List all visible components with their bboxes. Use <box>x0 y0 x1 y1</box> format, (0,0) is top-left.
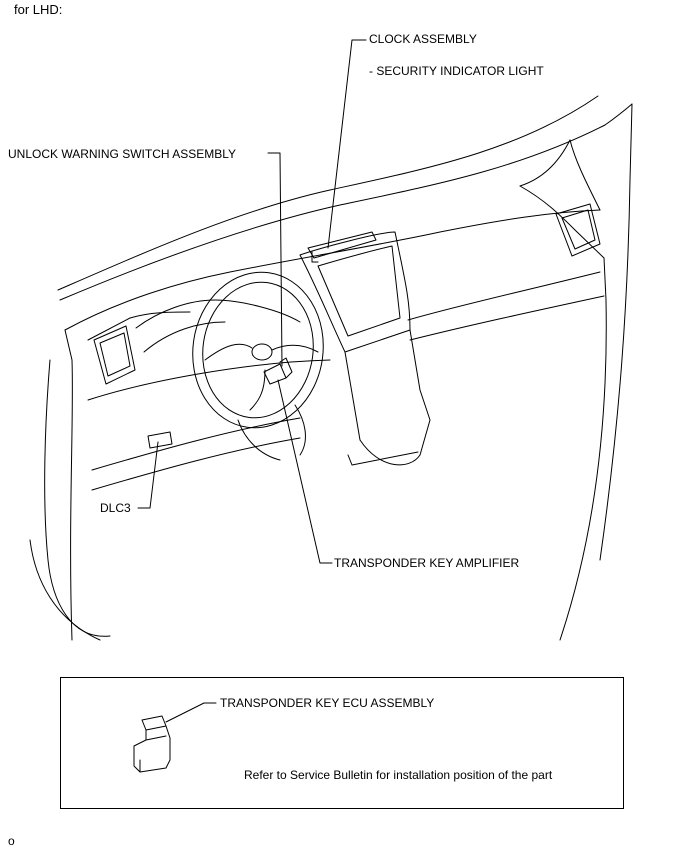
steering-wheel <box>192 271 324 429</box>
unlock-warning-switch-label: UNLOCK WARNING SWITCH ASSEMBLY <box>8 147 237 161</box>
left-vent <box>93 325 136 385</box>
clock-assembly-shape <box>307 231 377 259</box>
leader-unlock <box>267 152 283 367</box>
right-vent <box>555 203 601 257</box>
center-stack <box>299 231 411 353</box>
dlc3-label: DLC3 <box>100 501 131 515</box>
page-title: for LHD: <box>14 2 63 17</box>
security-indicator-label: - SECURITY INDICATOR LIGHT <box>369 64 544 78</box>
transponder-amplifier-shape <box>263 363 287 385</box>
clock-assembly-label: CLOCK ASSEMBLY <box>369 32 477 46</box>
leader-amplifier <box>277 379 333 564</box>
transponder-ecu-shape <box>133 715 171 773</box>
transponder-ecu-label: TRANSPONDER KEY ECU ASSEMBLY <box>220 696 435 710</box>
service-bulletin-note: Refer to Service Bulletin for installati… <box>244 768 553 782</box>
leader-clock <box>327 39 367 249</box>
leader-dlc3 <box>137 441 159 509</box>
transponder-key-amplifier-label: TRANSPONDER KEY AMPLIFIER <box>334 556 520 570</box>
leader-ecu <box>165 702 217 723</box>
windshield-edge <box>57 95 599 291</box>
footer-mark: o <box>8 834 15 848</box>
transponder-ecu-inset <box>60 677 624 809</box>
dlc3-shape <box>147 431 173 449</box>
